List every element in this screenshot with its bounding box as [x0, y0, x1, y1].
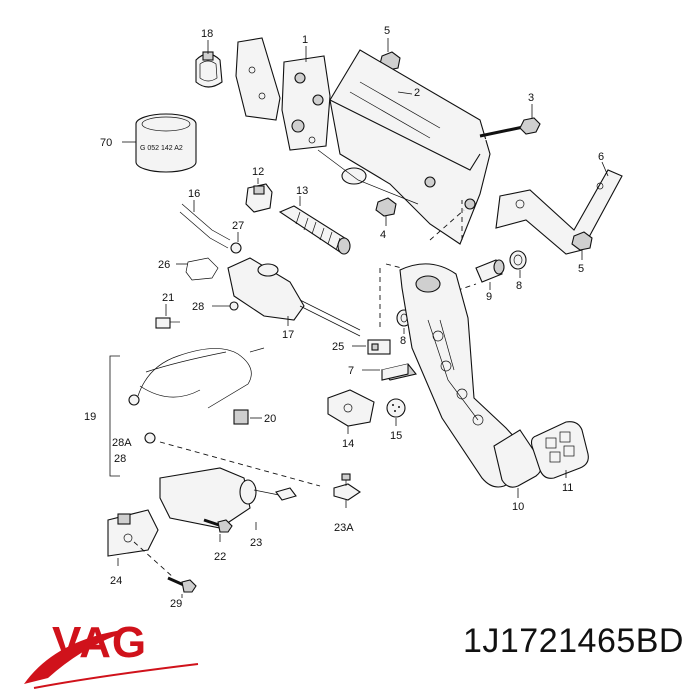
part-23-slave-cylinder — [159, 467, 297, 529]
callout-27: 27 — [232, 220, 244, 232]
part-27-clip — [230, 242, 242, 254]
callout-70: 70 — [100, 137, 112, 149]
callout-28a: 28A — [112, 437, 132, 449]
callout-20: 20 — [264, 413, 276, 425]
callout-15: 15 — [390, 430, 402, 442]
part-22-bolt — [203, 518, 233, 533]
callout-8b: 8 — [516, 280, 522, 292]
callout-11: 11 — [562, 482, 573, 494]
part-20-clip — [233, 409, 249, 425]
callout-22: 22 — [214, 551, 226, 563]
part-19-hydraulic-line — [128, 347, 265, 409]
part-7-switch — [381, 363, 417, 381]
part-1-rear-flange — [235, 37, 281, 121]
part-70-seal-ring — [135, 113, 197, 173]
part-23a-bleed-fitting — [333, 473, 361, 501]
callout-5b: 5 — [578, 263, 584, 275]
part-29-bolt — [167, 576, 197, 593]
part-16-hose — [179, 203, 231, 249]
seal-label: G 052 142 A2 — [140, 145, 183, 152]
exploded-parts-diagram: 18 G 052 142 A2 70 1 5 2 — [84, 25, 623, 598]
callout-16: 16 — [188, 188, 200, 200]
callout-1: 1 — [302, 34, 308, 46]
brand-swoosh — [24, 628, 199, 689]
callout-14: 14 — [342, 438, 354, 450]
callout-29: 29 — [170, 598, 183, 610]
callout-25: 25 — [332, 341, 344, 353]
callout-7: 7 — [348, 365, 354, 377]
part-9-bushing — [475, 259, 505, 283]
callout-6: 6 — [598, 151, 604, 163]
callout-26: 26 — [158, 259, 170, 271]
part-25-bracket — [367, 339, 391, 355]
part-11-pedal-pad — [530, 421, 589, 479]
part-10-clutch-pedal — [399, 263, 542, 488]
leader-6 — [601, 161, 609, 177]
callout-9: 9 — [486, 291, 492, 303]
part-13-over-center-spring — [278, 205, 351, 255]
assembly-guide-line — [159, 441, 321, 487]
part-28a-seal — [144, 432, 156, 444]
callout-2: 2 — [414, 87, 420, 99]
part-2-pedal-bracket — [317, 49, 491, 245]
part-12-bump-stop — [245, 183, 273, 213]
part-15-cap — [386, 398, 406, 418]
part-4-nut — [375, 197, 397, 217]
callout-24: 24 — [110, 575, 122, 587]
callout-12: 12 — [252, 166, 264, 178]
brand-logo-text: VAG — [52, 618, 148, 667]
callout-23: 23 — [250, 537, 262, 549]
callout-18: 18 — [201, 28, 213, 40]
callout-8a: 8 — [400, 335, 406, 347]
callout-4: 4 — [380, 229, 386, 241]
callout-28b: 28 — [114, 453, 126, 465]
part-24-bracket — [107, 509, 159, 557]
part-6-support-arm — [495, 169, 623, 255]
bracket-19 — [109, 355, 120, 477]
part-18-clamp — [195, 51, 223, 88]
callout-23a: 23A — [334, 522, 354, 534]
part-1-bracket-plate — [281, 55, 331, 151]
part-17-master-cylinder — [227, 257, 361, 337]
callout-17: 17 — [282, 329, 294, 341]
part-8-bushing-right — [509, 250, 527, 270]
part-28-seal-top — [229, 301, 239, 311]
callout-10: 10 — [512, 501, 524, 513]
callout-5a: 5 — [384, 25, 390, 37]
leader-2 — [397, 91, 413, 95]
part-number: 1J1721465BD — [462, 622, 684, 660]
callout-19: 19 — [84, 411, 96, 423]
part-5-nut-right — [571, 231, 593, 251]
assembly-guide-upper — [429, 209, 465, 241]
part-26-retaining-clip — [185, 257, 219, 281]
callout-13: 13 — [296, 185, 308, 197]
callout-21: 21 — [162, 292, 174, 304]
callout-28: 28 — [192, 301, 204, 313]
part-3-bolt — [479, 117, 541, 141]
part-21-fitting — [155, 317, 180, 329]
part-14-switch-housing — [327, 389, 375, 427]
callout-3: 3 — [528, 92, 534, 104]
